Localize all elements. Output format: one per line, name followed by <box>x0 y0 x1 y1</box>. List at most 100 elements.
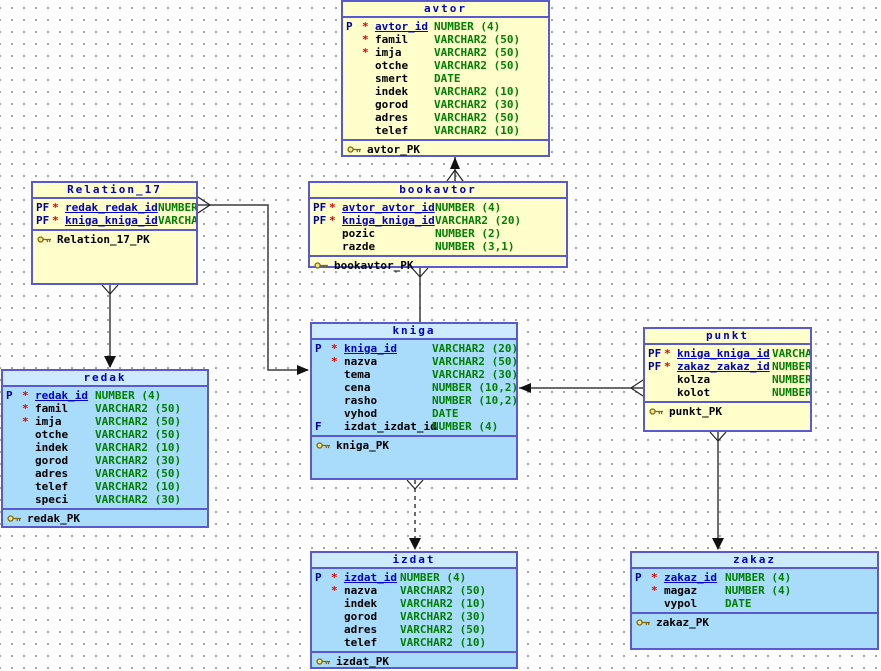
entity-punkt[interactable]: punkt PF*kniga_kniga_idVARCHAR2 (20)PF*z… <box>643 327 812 432</box>
entity-kniga-columns: P*kniga_idVARCHAR2 (20)*nazvaVARCHAR2 (5… <box>312 340 516 435</box>
column-row: *imjaVARCHAR2 (50) <box>3 415 207 428</box>
column-name: vyhod <box>344 407 377 420</box>
mandatory-star: * <box>651 571 664 584</box>
column-name: tema <box>344 368 371 381</box>
column-name: smert <box>375 72 408 85</box>
entity-kniga-title[interactable]: kniga <box>312 324 516 340</box>
pk-label: avtor_PK <box>367 143 420 156</box>
relationship-relation17-kniga[interactable] <box>198 197 309 375</box>
column-datatype: NUMBER (10,2) <box>432 394 516 407</box>
relationship-relation17-redak[interactable] <box>102 285 118 368</box>
column-name: izdat_id <box>344 571 397 584</box>
relationship-punkt-kniga[interactable] <box>519 380 643 396</box>
column-datatype: NUMBER (4) <box>400 571 466 584</box>
column-name: zakaz_zakaz_id <box>677 360 770 373</box>
column-name: adres <box>344 623 377 636</box>
entity-avtor[interactable]: avtor P*avtor_idNUMBER (4)*familVARCHAR2… <box>341 0 550 157</box>
key-icon <box>7 514 22 523</box>
column-name: kolza <box>677 373 710 386</box>
entity-kniga[interactable]: kniga P*kniga_idVARCHAR2 (20)*nazvaVARCH… <box>310 322 518 480</box>
entity-redak-title[interactable]: redak <box>3 371 207 387</box>
mandatory-star: * <box>651 584 664 597</box>
relationship-bookavtor-kniga[interactable] <box>412 268 428 322</box>
entity-izdat[interactable]: izdat P*izdat_idNUMBER (4)*nazvaVARCHAR2… <box>310 551 518 669</box>
column-name: adres <box>375 111 408 124</box>
entity-zakaz-title[interactable]: zakaz <box>632 553 877 569</box>
column-row: *nazvaVARCHAR2 (50) <box>312 355 516 368</box>
entity-zakaz[interactable]: zakaz P*zakaz_idNUMBER (4)*magazNUMBER (… <box>630 551 879 650</box>
column-row: telefVARCHAR2 (10) <box>3 480 207 493</box>
column-datatype: VARCHAR2 (50) <box>434 111 520 124</box>
mandatory-star: * <box>362 46 375 59</box>
column-row: *nazvaVARCHAR2 (50) <box>312 584 516 597</box>
column-row: P*avtor_idNUMBER (4) <box>343 20 548 33</box>
mandatory-star: * <box>362 20 375 33</box>
column-datatype: VARCHAR2 (20) <box>432 342 516 355</box>
entity-punkt-title[interactable]: punkt <box>645 329 810 345</box>
entity-zakaz-footer: zakaz_PK <box>632 612 877 648</box>
key-flag: P <box>315 342 331 355</box>
entity-punkt-footer: punkt_PK <box>645 401 810 430</box>
relationship-kniga-izdat[interactable] <box>407 480 423 550</box>
key-flag: P <box>635 571 651 584</box>
column-datatype: NUMBER (4) <box>95 389 161 402</box>
entity-avtor-footer: avtor_PK <box>343 139 548 156</box>
entity-bookavtor-title[interactable]: bookavtor <box>310 183 566 199</box>
pk-label: punkt_PK <box>669 405 722 418</box>
mandatory-star: * <box>22 415 35 428</box>
column-row: cenaNUMBER (10,2) <box>312 381 516 394</box>
key-flag: PF <box>36 214 52 227</box>
key-flag: PF <box>648 360 664 373</box>
key-flag: PF <box>36 201 52 214</box>
column-row: vyhod DATE <box>312 407 516 420</box>
column-row: adres VARCHAR2 (50) <box>343 111 548 124</box>
entity-izdat-title[interactable]: izdat <box>312 553 516 569</box>
column-datatype: VARCHAR2 (50) <box>432 355 516 368</box>
column-name: speci <box>35 493 68 506</box>
column-datatype: VARCHAR2 (30) <box>432 368 516 381</box>
column-name: telef <box>344 636 377 649</box>
column-name: gorod <box>35 454 68 467</box>
entity-relation17-footer: Relation_17_PK <box>33 229 196 283</box>
column-row: P*izdat_idNUMBER (4) <box>312 571 516 584</box>
entity-bookavtor-footer: bookavtor_PK <box>310 255 566 272</box>
column-row: telefVARCHAR2 (10) <box>343 124 548 137</box>
column-datatype: VARCHAR2 (10) <box>434 124 520 137</box>
column-row: P*zakaz_idNUMBER (4) <box>632 571 877 584</box>
column-row: PF*kniga_kniga_idVARCHAR2 (20) <box>645 347 810 360</box>
column-name: izdat_izdat_id <box>344 420 437 433</box>
column-row: PF*kniga_kniga_idVARCHAR2 (20) <box>33 214 196 227</box>
column-datatype: VARCHAR2 (20) <box>772 347 810 360</box>
mandatory-star: * <box>664 347 677 360</box>
entity-redak-footer: redak_PK <box>3 508 207 526</box>
entity-avtor-title[interactable]: avtor <box>343 2 548 18</box>
column-datatype: NUMBER (10,2) <box>432 381 516 394</box>
column-name: pozic <box>342 227 375 240</box>
column-row: *magazNUMBER (4) <box>632 584 877 597</box>
entity-bookavtor[interactable]: bookavtor PF*avtor_avtor_idNUMBER (4)PF*… <box>308 181 568 268</box>
column-datatype: VARCHAR2 (50) <box>400 623 486 636</box>
column-row: *imjaVARCHAR2 (50) <box>343 46 548 59</box>
column-datatype: DATE <box>432 407 459 420</box>
entity-izdat-footer: izdat_PK <box>312 651 516 668</box>
column-datatype: NUMBER <box>772 373 810 386</box>
column-name: otche <box>375 59 408 72</box>
entity-relation17-title[interactable]: Relation_17 <box>33 183 196 199</box>
relationship-bookavtor-avtor[interactable] <box>447 157 463 181</box>
pk-label: izdat_PK <box>336 655 389 668</box>
key-icon <box>649 407 664 416</box>
column-name: razde <box>342 240 375 253</box>
column-name: imja <box>35 415 62 428</box>
column-row: PF*avtor_avtor_idNUMBER (4) <box>310 201 566 214</box>
relationship-punkt-zakaz[interactable] <box>710 432 726 550</box>
column-name: kniga_kniga_id <box>65 214 158 227</box>
key-icon <box>636 618 651 627</box>
column-name: kolot <box>677 386 710 399</box>
column-row: PF*zakaz_zakaz_idNUMBER (4) <box>645 360 810 373</box>
pk-label: bookavtor_PK <box>334 259 413 272</box>
column-name: otche <box>35 428 68 441</box>
entity-redak[interactable]: redak P*redak_idNUMBER (4)*familVARCHAR2… <box>1 369 209 528</box>
entity-relation17[interactable]: Relation_17 PF*redak_redak_idNUMBER (4)P… <box>31 181 198 285</box>
column-row: *familVARCHAR2 (50) <box>3 402 207 415</box>
